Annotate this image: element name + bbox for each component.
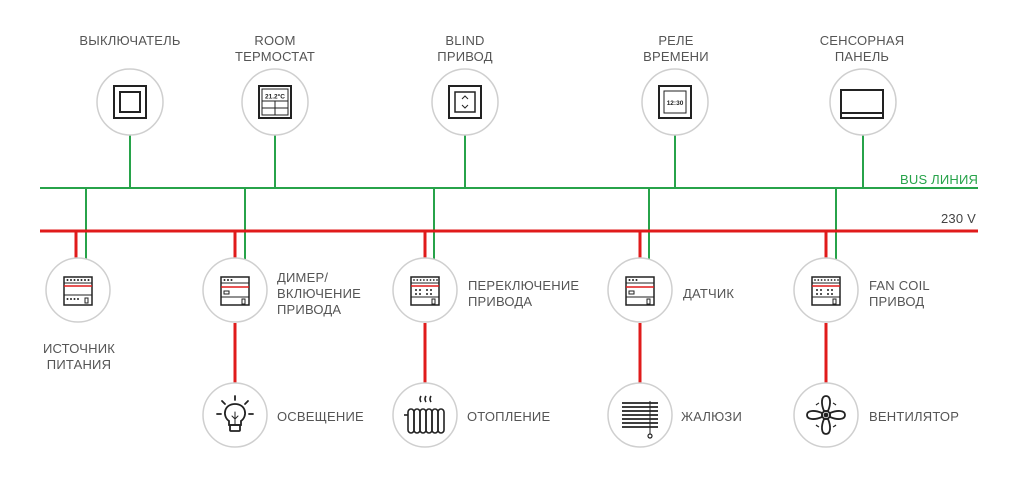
module-sensor bbox=[607, 257, 673, 323]
label-time-relay: РЕЛЕ ВРЕМЕНИ bbox=[643, 33, 709, 64]
power-drop-switch-actuator bbox=[423, 229, 434, 260]
module-circle bbox=[607, 257, 673, 323]
switch-icon bbox=[113, 85, 147, 119]
label-touch-panel: СЕНСОРНАЯ ПАНЕЛЬ bbox=[819, 33, 905, 64]
module-circle bbox=[202, 257, 268, 323]
blinds-icon bbox=[622, 401, 658, 439]
fan-icon bbox=[806, 395, 846, 435]
label-room-thermostat: ROOM ТЕРМОСТАТ bbox=[235, 33, 315, 64]
module-power-supply bbox=[45, 257, 111, 323]
label-dimmer: ДИМЕР/ ВКЛЮЧЕНИЕ ПРИВОДА bbox=[277, 270, 362, 317]
label-power-supply: ИСТОЧНИК ПИТАНИЯ bbox=[42, 341, 116, 372]
time-relay-icon bbox=[658, 85, 692, 119]
label-blind-drive: BLIND ПРИВОД bbox=[437, 33, 493, 64]
touch-panel-icon bbox=[840, 89, 884, 119]
power-line-label: 230 V bbox=[941, 211, 976, 226]
device-circle bbox=[96, 68, 164, 136]
load-heating bbox=[392, 382, 458, 448]
blind-control-icon bbox=[448, 85, 482, 119]
fan-coil-module-icon bbox=[811, 276, 841, 306]
bus-line-label: BUS ЛИНИЯ bbox=[900, 172, 979, 187]
top-device-room-thermostat: 21.2°C bbox=[241, 68, 309, 136]
top-device-switch bbox=[96, 68, 164, 136]
load-lighting bbox=[202, 382, 268, 448]
label-heating: ОТОПЛЕНИЕ bbox=[467, 409, 551, 424]
bus-drops bbox=[85, 135, 864, 260]
label-fan: ВЕНТИЛЯТОР bbox=[869, 409, 960, 424]
module-circle bbox=[45, 257, 111, 323]
power-supply-module-icon bbox=[63, 276, 93, 306]
switch-actuator-module-icon bbox=[410, 276, 440, 306]
module-fan-coil bbox=[793, 257, 859, 323]
module-switch-actuator bbox=[392, 257, 458, 323]
device-circle bbox=[431, 68, 499, 136]
label-fan-coil: FAN COIL ПРИВОД bbox=[869, 278, 930, 309]
time-relay-display: 12:30 bbox=[667, 100, 684, 107]
sensor-module-icon bbox=[625, 276, 655, 306]
top-device-time-relay: 12:30 bbox=[641, 68, 709, 136]
thermostat-icon bbox=[258, 85, 292, 119]
label-switch: ВЫКЛЮЧАТЕЛЬ bbox=[79, 33, 181, 48]
top-device-touch-panel bbox=[829, 68, 897, 136]
label-blinds: ЖАЛЮЗИ bbox=[681, 409, 743, 424]
dimmer-module-icon bbox=[220, 276, 250, 306]
label-lighting: ОСВЕЩЕНИЕ bbox=[277, 409, 364, 424]
radiator-icon bbox=[404, 395, 445, 434]
label-sensor: ДАТЧИК bbox=[683, 286, 735, 301]
label-switch-actuator: ПЕРЕКЛЮЧЕНИЕ ПРИВОДА bbox=[468, 278, 580, 309]
load-circle bbox=[392, 382, 458, 448]
module-circle bbox=[793, 257, 859, 323]
top-device-blind-drive bbox=[431, 68, 499, 136]
module-circle bbox=[392, 257, 458, 323]
thermostat-display: 21.2°C bbox=[265, 93, 285, 101]
device-circle bbox=[829, 68, 897, 136]
module-dimmer bbox=[202, 257, 268, 323]
load-fan bbox=[793, 382, 859, 448]
light-bulb-icon bbox=[216, 395, 254, 432]
load-blinds bbox=[607, 382, 673, 448]
